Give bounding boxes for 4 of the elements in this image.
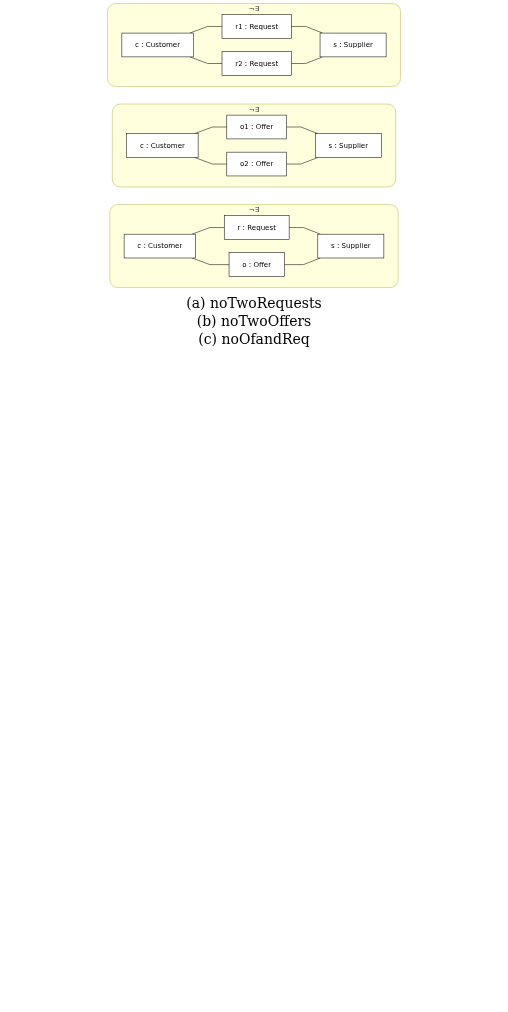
figure-caption: (c) noOfandReq <box>198 331 310 348</box>
figure-caption: (b) noTwoOffers <box>196 313 312 330</box>
connector <box>189 56 223 64</box>
figure-caption: (a) noTwoRequests <box>186 295 322 312</box>
